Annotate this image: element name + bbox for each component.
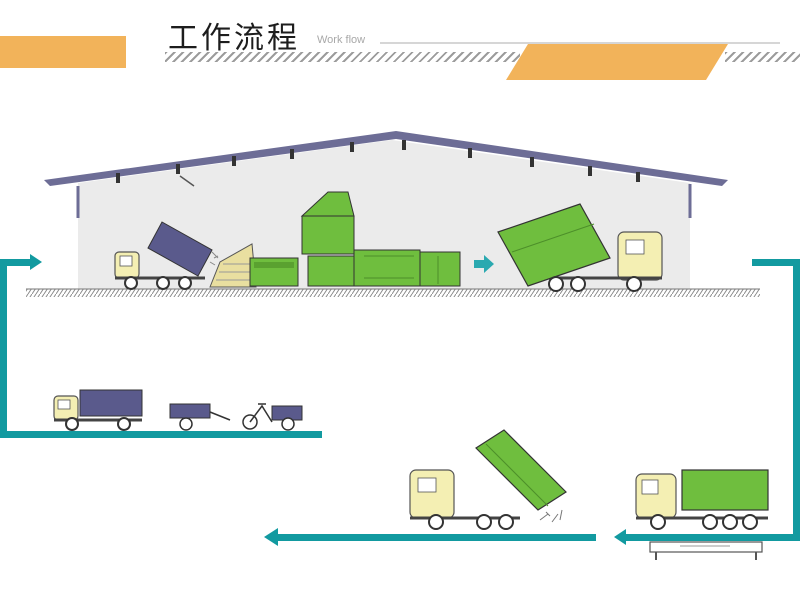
- accent-band-right: [506, 44, 728, 80]
- accent-bar-left: [0, 36, 126, 68]
- flow-line-right: [614, 259, 800, 545]
- feed-hopper-icon: [209, 243, 257, 288]
- workflow-diagram: [0, 131, 800, 560]
- page-subtitle: Work flow: [317, 34, 366, 46]
- flow-line-bottom: [264, 528, 596, 546]
- header: 工作流程 Work flow: [0, 0, 800, 100]
- header-rule: [380, 42, 780, 44]
- page-title: 工作流程: [168, 21, 300, 56]
- compactor-station-icon: [249, 191, 461, 287]
- hook-lift-truck-icon: [497, 203, 663, 292]
- handcart-icon: [169, 403, 231, 431]
- weighing-truck-icon: [635, 469, 769, 530]
- tricycle-icon: [242, 403, 303, 431]
- collection-dump-truck-icon: [53, 389, 143, 431]
- flow-line-left: [0, 254, 322, 438]
- flow-arrow-inner: [474, 255, 494, 273]
- dump-truck-icon: [114, 221, 219, 290]
- hatch-stripe-left: [165, 52, 520, 62]
- hatch-stripe-right: [725, 52, 800, 62]
- unloading-truck-icon: [409, 429, 567, 530]
- weighbridge-icon: [649, 541, 763, 560]
